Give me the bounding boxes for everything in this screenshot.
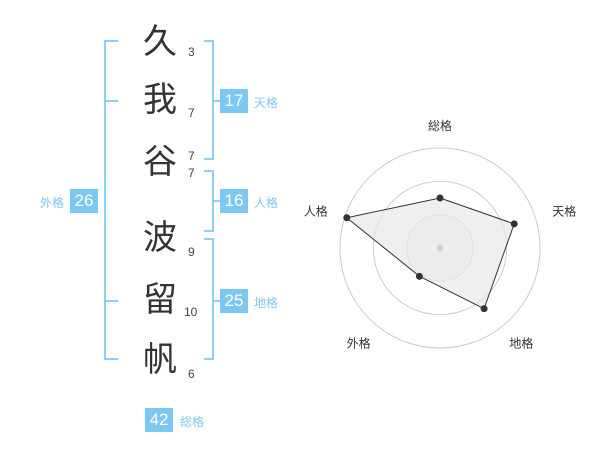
radar-axis-label: 人格 [304,204,328,219]
name-char-1: 久 [143,22,177,62]
jinkaku-value: 16 [220,189,248,213]
name-char-6: 帆 [143,340,177,380]
radar-axis-label: 天格 [552,204,576,219]
radar-point-4 [415,272,423,280]
stroke-count: 6 [188,367,195,381]
jinkaku-label: 人格 [254,196,279,210]
radar-axis-label: 総格 [428,118,452,133]
stroke-count: 9 [188,245,195,259]
name-char-3: 谷 [143,142,177,182]
stroke-count: 10 [184,305,198,319]
soukaku-value: 42 [145,408,173,432]
name-char-2: 我 [143,80,177,120]
chikaku-label: 地格 [254,296,279,310]
radar-point-3 [480,305,488,313]
radar-point-5 [343,214,351,222]
gaikaku-value: 26 [70,189,98,213]
stroke-count: 3 [188,45,195,59]
name-char-5: 留 [143,280,177,320]
stroke-count: 7 [188,106,195,120]
tenkaku-label: 天格 [254,96,279,110]
stroke-count: 7 [188,166,195,180]
radar-axis-label: 地格 [509,335,533,350]
tenkaku-value: 17 [220,89,248,113]
radar-center [437,245,443,251]
gaikaku-label: 外格 [40,196,65,210]
radar-data-area [345,197,515,310]
chikaku-value: 25 [220,289,248,313]
radar-point-2 [510,220,518,228]
radar-point-1 [436,194,444,202]
stroke-count: 7 [188,149,195,163]
soukaku-label: 総格 [180,415,205,429]
name-char-4: 波 [143,218,177,258]
radar-axis-label: 外格 [347,335,371,350]
